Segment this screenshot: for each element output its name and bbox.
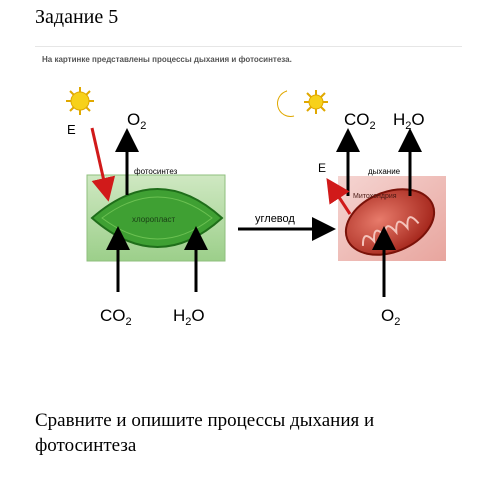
mitochondrion-label: Митохондрия	[353, 193, 397, 200]
co2-label-left: CO2	[100, 306, 132, 328]
moon-icon	[277, 90, 295, 117]
energy-label-left: E	[67, 122, 76, 137]
divider	[35, 46, 462, 47]
chloroplast-label: хлоропласт	[132, 215, 176, 224]
intro-text: На картинке представлены процессы дыхани…	[42, 55, 292, 64]
question-text: Сравните и опишите процессы дыхания и фо…	[35, 410, 375, 456]
sun-icon-night	[304, 90, 328, 114]
o2-label-right: O2	[381, 306, 400, 328]
o2-label-left: O2	[127, 110, 146, 132]
co2-label-right: CO2	[344, 110, 376, 132]
energy-arrow	[90, 127, 116, 202]
h2o-label-left: H2O	[173, 306, 205, 328]
energy-label-right: E	[318, 161, 326, 175]
h2o-label-right: H2O	[393, 110, 425, 132]
respiration-label: дыхание	[368, 167, 401, 176]
carbohydrate-label: углевод	[255, 213, 295, 225]
sun-icon	[66, 87, 94, 115]
energy-out-arrow	[326, 177, 352, 215]
task-title: Задание 5	[35, 6, 119, 28]
photosynthesis-label: фотосинтез	[134, 167, 178, 176]
